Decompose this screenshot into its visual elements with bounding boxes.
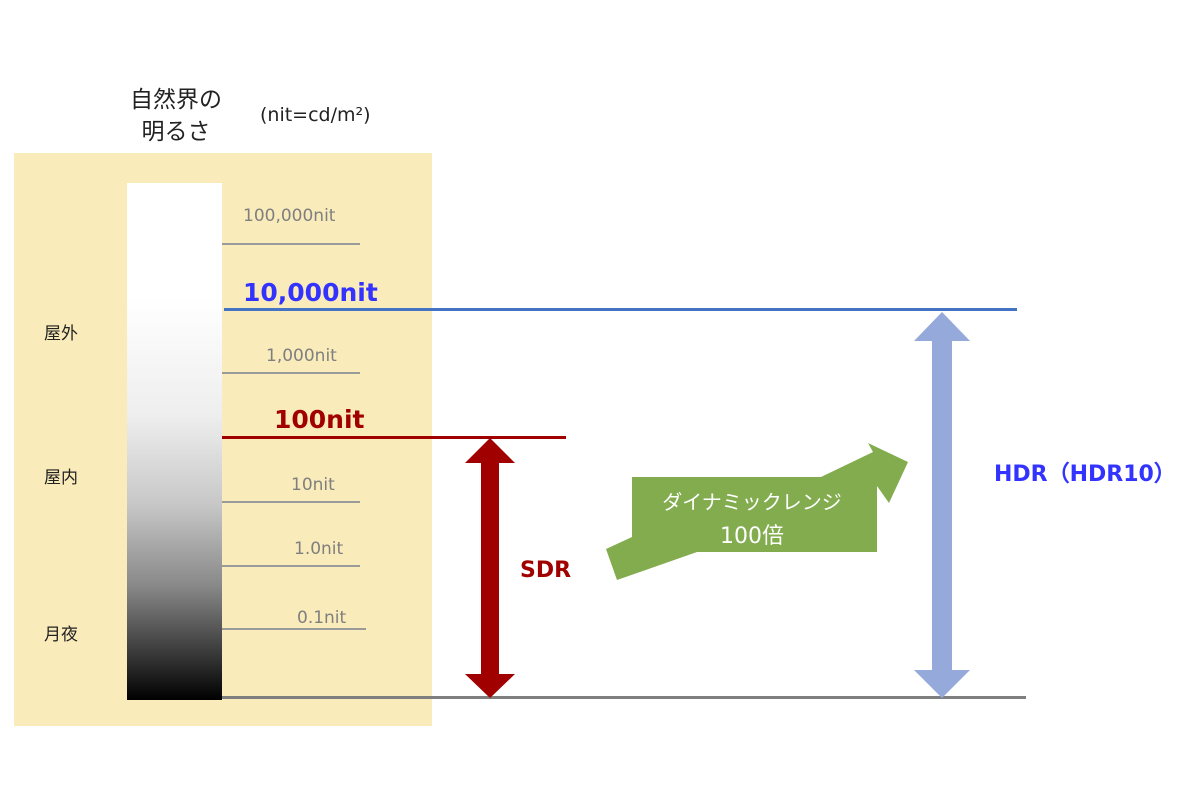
gridline-0.1	[222, 628, 366, 630]
sdr-peak-line	[222, 436, 566, 439]
zone-indoor: 屋内	[44, 468, 78, 488]
label-100000nit: 100,000nit	[243, 206, 336, 226]
zone-outdoor: 屋外	[44, 324, 78, 344]
arrow-text-line2: 100倍	[720, 524, 784, 549]
sdr-label: SDR	[520, 558, 572, 583]
natural-brightness-band	[14, 153, 432, 726]
unit-label: (nit=cd/m²)	[260, 104, 371, 126]
label-10nit: 10nit	[291, 475, 335, 495]
baseline	[222, 696, 1026, 699]
title-line2: 明るさ	[141, 119, 211, 145]
gridline-1	[222, 565, 360, 567]
sdr-range-arrow	[465, 438, 515, 698]
zone-moonlight: 月夜	[44, 625, 78, 645]
brightness-gradient-bar	[127, 183, 222, 700]
title-line1: 自然界の	[130, 87, 222, 113]
label-10000nit: 10,000nit	[243, 278, 378, 307]
arrow-text-line1: ダイナミックレンジ	[662, 490, 842, 514]
hdr-label: HDR（HDR10）	[994, 462, 1176, 487]
label-1000nit: 1,000nit	[266, 346, 337, 366]
gridline-1000	[222, 372, 360, 374]
hdr-peak-line	[224, 308, 1017, 311]
label-100nit: 100nit	[274, 405, 365, 434]
dynamic-range-arrow	[606, 443, 908, 580]
label-1nit: 1.0nit	[294, 539, 344, 559]
hdr-range-arrow	[914, 312, 970, 698]
label-0.1nit: 0.1nit	[297, 608, 347, 628]
gridline-10	[222, 501, 360, 503]
gridline-100000	[222, 243, 360, 245]
